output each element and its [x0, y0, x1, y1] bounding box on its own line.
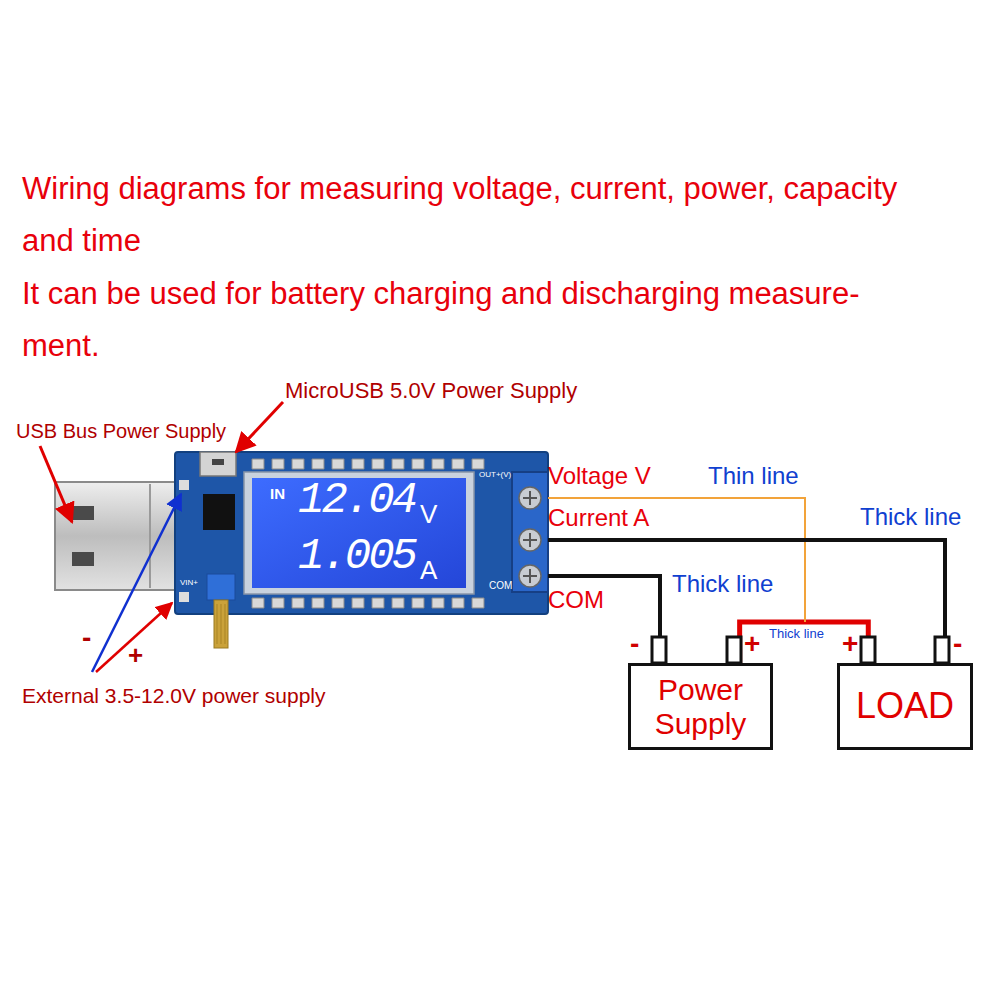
shaft-knurl — [217, 604, 225, 644]
potentiometer-base — [207, 574, 235, 600]
polarity-sign: + — [744, 630, 760, 658]
callout-arrow — [92, 494, 181, 672]
lcd-readout: 1.005 — [298, 534, 415, 578]
callout-arrow — [96, 603, 172, 672]
polarity-sign: - — [630, 630, 639, 658]
usb-seam — [149, 484, 151, 588]
silkscreen-label: COM — [489, 580, 512, 592]
box-label: Power Supply — [631, 673, 770, 740]
terminal-post — [861, 637, 875, 663]
lcd-unit: A — [420, 556, 437, 586]
silkscreen-label: VIN+ — [180, 578, 198, 587]
terminal-post — [652, 637, 666, 663]
wire-note: Thin line — [708, 462, 799, 490]
box-label: LOAD — [856, 686, 954, 726]
terminal-block — [512, 472, 548, 592]
component-box: Power Supply — [628, 663, 773, 750]
wire-note: Thick line — [768, 627, 825, 642]
switch — [203, 494, 235, 530]
potentiometer-shaft — [214, 600, 228, 648]
voltage-wire — [548, 498, 805, 622]
micro-usb-opening — [212, 459, 224, 465]
callout-arrow — [40, 446, 72, 522]
polarity-sign: + — [128, 642, 143, 668]
com-wire — [548, 576, 660, 637]
usb-hole — [72, 506, 94, 520]
terminal-label: Current A — [548, 504, 649, 532]
micro-usb-socket — [200, 452, 236, 476]
solder-pad — [179, 480, 189, 490]
callout-label: External 3.5-12.0V power supply — [22, 684, 326, 708]
pin-header — [252, 459, 484, 608]
screw-slot — [523, 491, 537, 583]
wire-note: Thick line — [860, 503, 961, 531]
usb-hole — [72, 552, 94, 566]
heading: Wiring diagrams for measuring voltage, c… — [22, 163, 904, 267]
callout-label: USB Bus Power Supply — [16, 420, 226, 443]
terminal-label: Voltage V — [548, 462, 651, 490]
terminal-post — [935, 637, 949, 663]
callout-label: MicroUSB 5.0V Power Supply — [285, 378, 577, 403]
polarity-sign: + — [842, 630, 858, 658]
polarity-sign: - — [953, 630, 962, 658]
pcb-board — [175, 452, 548, 614]
wire-note: Thick line — [672, 570, 773, 598]
lcd-screen — [252, 478, 466, 588]
wire-connector — [740, 622, 869, 663]
silkscreen-label: OUT+(V) — [479, 470, 511, 479]
callout-arrow — [236, 402, 283, 452]
lcd-indicator: IN — [270, 486, 285, 501]
current-wire — [548, 540, 945, 637]
subheading: It can be used for battery charging and … — [22, 268, 866, 372]
polarity-sign: - — [82, 624, 91, 652]
lcd-bezel — [244, 472, 474, 594]
component-box: LOAD — [837, 663, 973, 750]
lcd-unit: V — [420, 500, 437, 530]
solder-pad — [179, 592, 189, 602]
lcd-readout: 12.04 — [298, 478, 415, 522]
terminal-post — [727, 637, 741, 663]
terminal-label: COM — [548, 586, 604, 614]
